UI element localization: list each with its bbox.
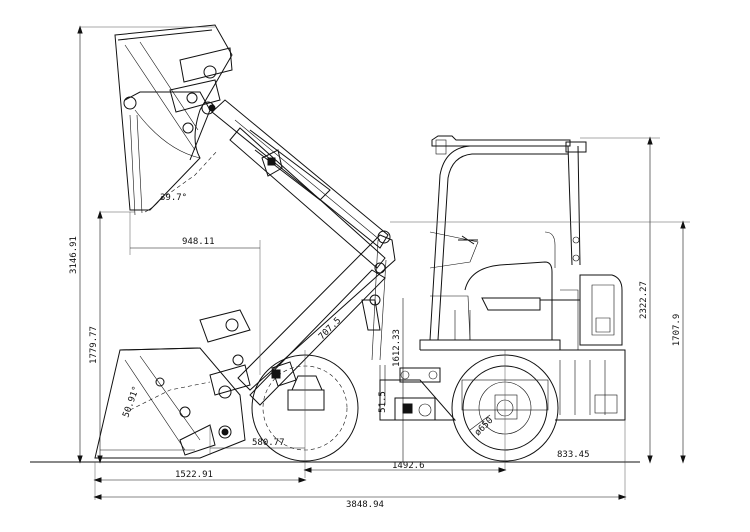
- dim-cab-height: 2322.27: [639, 281, 649, 319]
- bucket-raised: [114, 24, 233, 216]
- rear-wheel: [451, 350, 559, 470]
- chassis: [379, 339, 626, 421]
- front-wheel: [251, 350, 359, 478]
- dim-lift-height: 1612.33: [392, 329, 402, 367]
- cab-rops: [429, 135, 587, 341]
- dim-arm-length: 707.5: [317, 316, 343, 342]
- dim-rops-height: 1707.9: [672, 314, 682, 347]
- dim-rear-overhang: 833.45: [557, 450, 590, 460]
- dim-hinge-height: 1779.77: [89, 326, 99, 364]
- dim-front-overhang: 1522.91: [175, 470, 213, 480]
- operator-seat: [429, 231, 556, 341]
- dim-overall-height: 3146.91: [69, 236, 79, 274]
- lift-arm-raised: [211, 99, 389, 269]
- dim-small: 51.5: [378, 391, 388, 413]
- dim-overall-length: 3848.94: [346, 500, 384, 510]
- bucket-lowered: [94, 309, 251, 459]
- dim-dump-angle: 39.7°: [160, 193, 187, 203]
- dim-bucket-to-wheel: 580.77: [252, 438, 285, 448]
- dim-wheel-diameter: ø650: [473, 416, 495, 438]
- dim-rollback-angle: 50.91°: [121, 385, 142, 419]
- dim-dump-reach: 948.11: [182, 237, 215, 247]
- engine-hood: [540, 274, 623, 350]
- lift-arm-lowered: [237, 230, 396, 406]
- dim-wheelbase: 1492.6: [392, 461, 425, 471]
